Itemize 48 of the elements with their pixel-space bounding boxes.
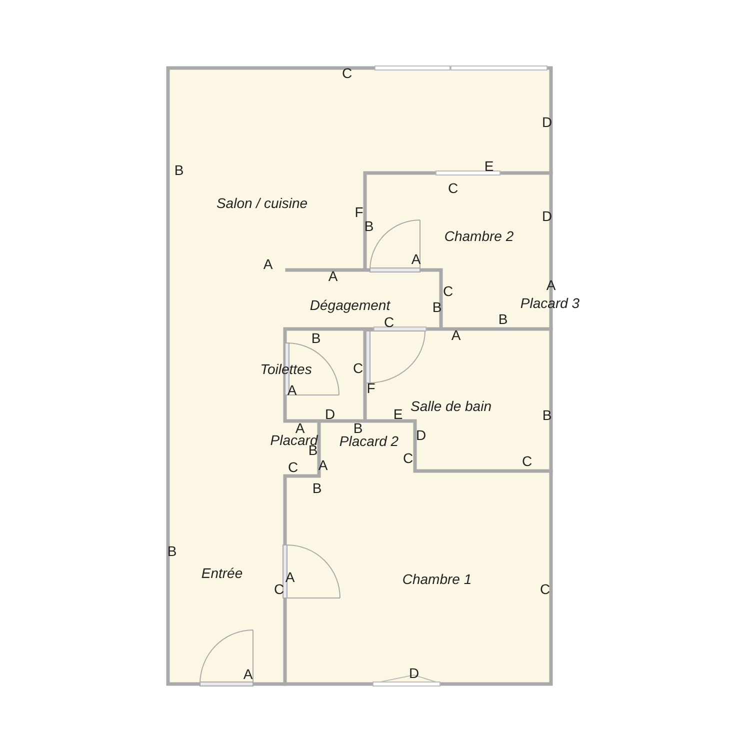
room-label: Placard 2 [339, 434, 399, 448]
wall-letter: C [442, 284, 454, 298]
wall-letter: B [353, 421, 363, 435]
room-label: Salon / cuisine [216, 196, 308, 210]
wall-letter: C [448, 181, 458, 195]
wall-letter: A [243, 667, 253, 681]
wall-letter: B [498, 312, 508, 326]
wall-letter: A [451, 328, 461, 342]
room-label: Chambre 1 [402, 572, 472, 586]
wall-letter: F [354, 205, 364, 219]
wall-letter: B [542, 408, 552, 422]
wall-letter: F [366, 381, 376, 395]
room-label: Placard 3 [520, 296, 580, 310]
wall-letter: A [285, 570, 295, 584]
wall-letter: D [542, 115, 552, 129]
wall-letter: D [324, 407, 336, 421]
wall-letter: D [408, 666, 420, 680]
room-label: Chambre 2 [444, 229, 514, 243]
wall-letter: C [342, 66, 352, 80]
wall-letter: B [167, 544, 177, 558]
wall-letter: E [393, 407, 403, 421]
wall-letter: A [328, 269, 338, 283]
room-label: Placard [270, 433, 318, 447]
wall-letter: B [312, 481, 322, 495]
room-label: Salle de bain [410, 399, 492, 413]
wall-letter: C [540, 582, 550, 596]
wall-letter: B [364, 219, 374, 233]
wall-letter: C [402, 451, 414, 465]
wall-letter: A [287, 383, 297, 397]
wall-letter: E [484, 159, 494, 173]
room-label: Dégagement [310, 298, 390, 312]
wall-letter: A [546, 278, 556, 292]
wall-letter: B [174, 163, 184, 177]
room-label: Entrée [201, 566, 243, 580]
wall-letter: D [542, 209, 552, 223]
room-label: Toilettes [260, 362, 312, 376]
wall-letter: C [522, 454, 532, 468]
wall-letter: A [411, 252, 421, 266]
wall-letter: C [288, 460, 298, 474]
wall-letter: C [274, 582, 284, 596]
wall-letter: D [416, 428, 426, 442]
wall-letter: A [318, 458, 328, 472]
wall-letter: A [263, 257, 273, 271]
wall-letter: B [432, 300, 442, 314]
wall-letter: A [295, 421, 305, 435]
wall-letter: C [352, 361, 364, 375]
wall-letter: B [311, 331, 321, 345]
wall-letter: C [384, 315, 394, 329]
